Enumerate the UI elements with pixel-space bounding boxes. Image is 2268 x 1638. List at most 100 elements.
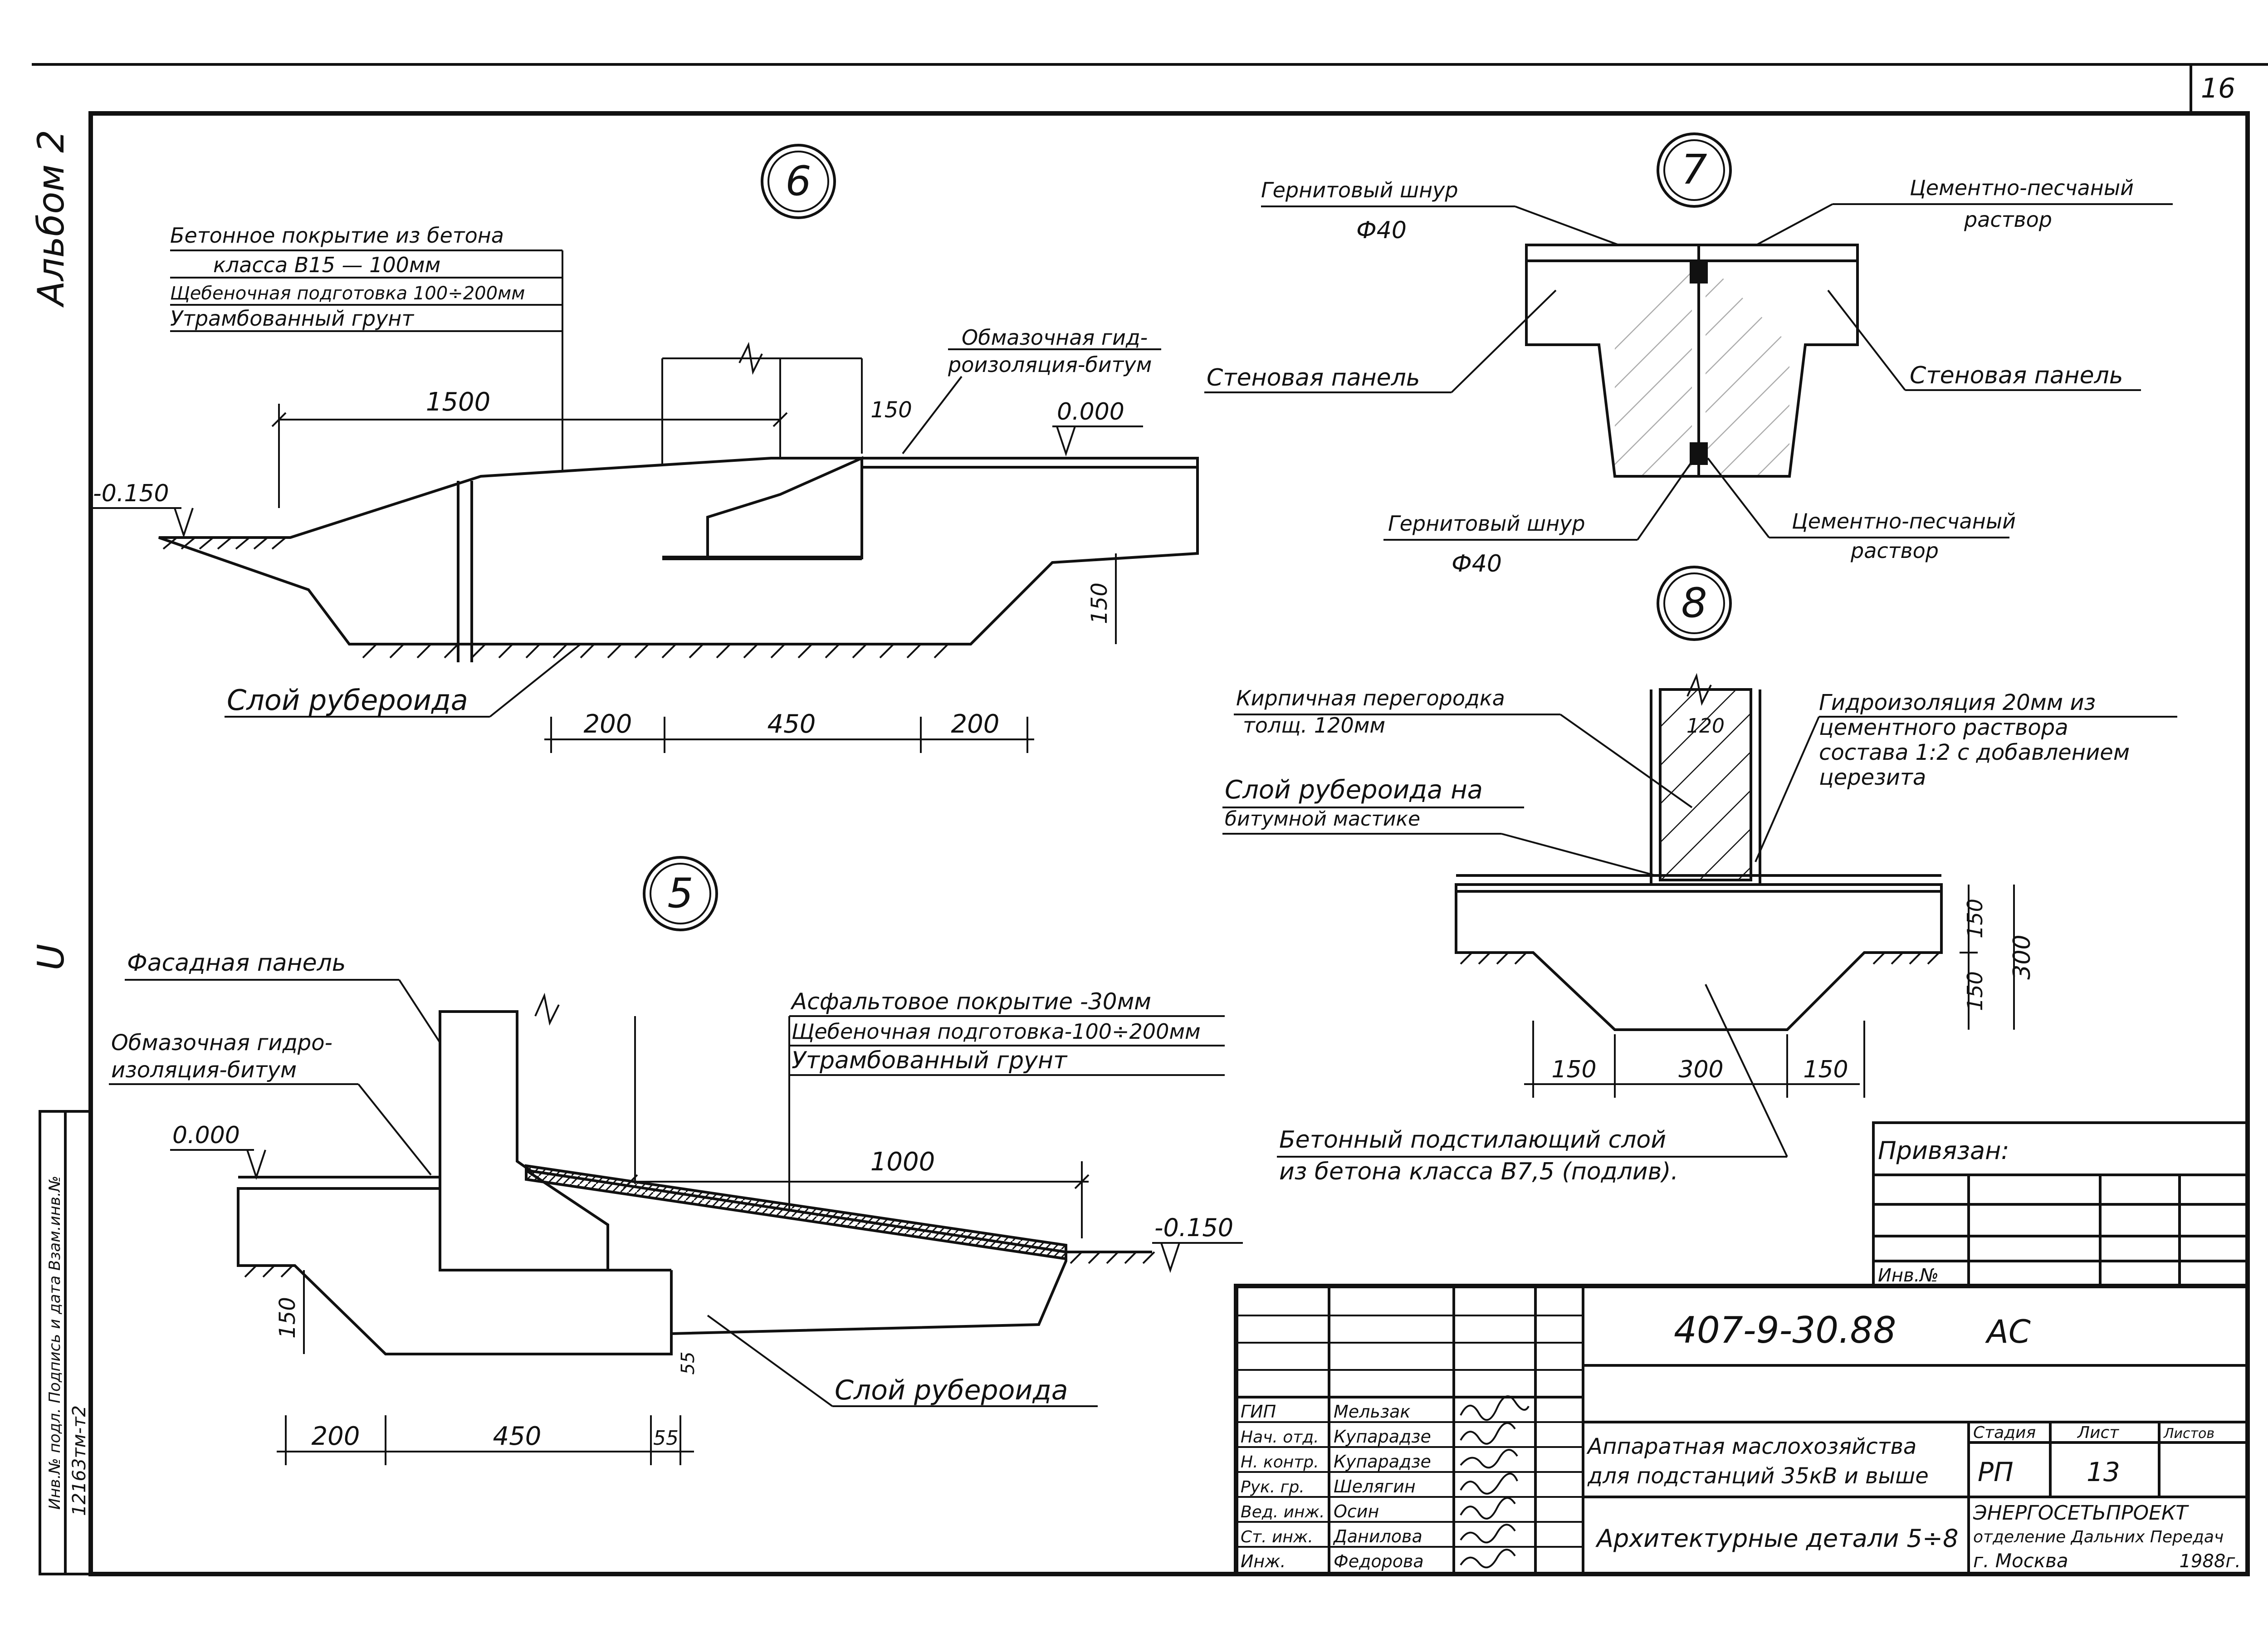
staff-role: Инж.: [1241, 1551, 1286, 1571]
org-line-2: отделение Дальних Передач: [1973, 1528, 2224, 1546]
dim-450: 450: [493, 1422, 542, 1451]
signature-icon: [1460, 1395, 1530, 1421]
detail-6: 6 Бетонное покрытие из бетона класса В15…: [93, 144, 1199, 753]
detail-5-facade-label: Фасадная панель: [127, 949, 346, 977]
dim-300-vertical: 300: [2009, 934, 2036, 979]
detail-8-hydro-1: Гидроизоляция 20мм из: [1819, 690, 2096, 715]
detail-7-mortar-bottom-1: Цементно-песчаный: [1792, 509, 2016, 533]
dim-150-top: 150: [870, 397, 912, 423]
staff-name: Мельзак: [1334, 1402, 1410, 1422]
staff-role: ГИП: [1241, 1402, 1276, 1422]
detail-8-brick-2: толщ. 120мм: [1243, 713, 1385, 738]
stage-header: Стадия: [1973, 1423, 2036, 1442]
detail-5-asphalt-1: Асфальтовое покрытие -30мм: [790, 988, 1151, 1015]
signature-icon: [1460, 1472, 1518, 1495]
object-line-1: Аппаратная маслохозяйства: [1586, 1434, 1916, 1459]
detail-7: 7 Гернитовый шнур Ф40 Цементно-песчаный …: [1204, 132, 2173, 577]
detail-8-hydro-3: состава 1:2 с добавлением: [1819, 740, 2130, 765]
detail-5-level-minus: -0.150: [1154, 1213, 1233, 1242]
title-mark: АС: [1985, 1313, 2031, 1350]
detail-5-roofing-label: Слой рубероида: [835, 1374, 1068, 1406]
detail-7-sealant-bottom-2: Ф40: [1452, 550, 1502, 577]
dim-450: 450: [767, 709, 816, 739]
detail-7-number: 7: [1681, 146, 1707, 194]
dim-200: 200: [312, 1422, 360, 1451]
sheets-header: Листов: [2163, 1426, 2214, 1442]
dim-150-right: 150: [1087, 582, 1112, 624]
detail-8-base-2: из бетона класса В7,5 (подлив).: [1279, 1158, 1678, 1185]
drawing-title: Архитектурные детали 5÷8: [1595, 1524, 1958, 1553]
sheet-value: 13: [2087, 1457, 2120, 1487]
detail-7-sealant-top-1: Гернитовый шнур: [1261, 178, 1458, 202]
detail-8-brick-1: Кирпичная перегородка: [1236, 686, 1505, 710]
staff-role: Рук. гр.: [1241, 1478, 1305, 1496]
staff-role: Н. контр.: [1241, 1453, 1319, 1472]
object-line-2: для подстанций 35кВ и выше: [1587, 1463, 1929, 1489]
dim-200-left: 200: [584, 709, 632, 739]
detail-5-asphalt-3: Утрамбованный грунт: [792, 1047, 1068, 1074]
staff-name: Купарадзе: [1334, 1452, 1431, 1472]
sheet-header: Лист: [2077, 1423, 2119, 1442]
detail-5-waterproof-1: Обмазочная гидро-: [111, 1030, 332, 1056]
detail-6-level-minus: -0.150: [93, 480, 169, 507]
detail-6-waterproof-2: роизоляция-битум: [948, 352, 1152, 377]
dim-55: 55: [653, 1427, 679, 1450]
binding-inv: Инв.№: [1878, 1265, 1939, 1286]
signature-icon: [1460, 1422, 1516, 1445]
binding-title: Привязан:: [1878, 1136, 2009, 1165]
side-stamp-top: Инв.№ подл. Подпись и дата Взам.инв.№: [46, 1176, 64, 1510]
detail-7-mortar-bottom-2: раствор: [1850, 538, 1939, 563]
detail-6-legend-1: Бетонное покрытие из бетона: [170, 223, 504, 248]
dim-300: 300: [1678, 1056, 1723, 1083]
title-block: 407-9-30.88 АС Аппаратная маслохозяйства…: [1234, 1284, 2250, 1576]
detail-8-roofing-1: Слой рубероида на: [1225, 775, 1483, 805]
side-stamp-bottom: 12163тм-т2: [69, 1405, 90, 1516]
detail-8: 8 Кирпичная перегородка толщ. 120мм Гидр…: [1222, 566, 2177, 1185]
detail-8-hydro-2: цементного раствора: [1819, 715, 2068, 740]
detail-6-roofing-label: Слой рубероида: [227, 684, 468, 717]
drawing-frame: [88, 111, 2250, 1576]
signature-icon: [1460, 1449, 1518, 1469]
detail-7-mortar-top-2: раствор: [1964, 207, 2052, 232]
detail-6-waterproof-1: Обмазочная гид-: [962, 325, 1148, 350]
title-code: 407-9-30.88: [1674, 1309, 1896, 1351]
side-letter: U: [30, 944, 72, 971]
sheet-corner-number: 16: [2201, 73, 2235, 104]
stage-value: РП: [1978, 1457, 2014, 1487]
dim-200-right: 200: [951, 709, 1000, 739]
detail-5-level-zero: 0.000: [172, 1122, 240, 1149]
detail-5-waterproof-2: изоляция-битум: [111, 1057, 297, 1083]
staff-name: Федорова: [1334, 1551, 1424, 1571]
detail-8-number: 8: [1681, 579, 1707, 627]
detail-7-wall-panel-right: Стеновая панель: [1910, 362, 2123, 389]
staff-role: Вед. инж.: [1241, 1503, 1325, 1521]
staff-name: Осин: [1334, 1501, 1379, 1521]
detail-8-hydro-4: церезита: [1819, 765, 1926, 790]
detail-6-legend-2: класса В15 — 100мм: [213, 253, 440, 277]
dim-1000: 1000: [870, 1147, 935, 1177]
detail-7-sealant-bottom-1: Гернитовый шнур: [1388, 511, 1585, 536]
dim-150: 150: [275, 1297, 300, 1339]
staff-name: Купарадзе: [1334, 1427, 1431, 1447]
dim-150-left: 150: [1551, 1056, 1596, 1083]
signature-icon: [1460, 1524, 1516, 1544]
detail-8-roofing-2: битумной мастике: [1225, 807, 1420, 831]
album-label: Альбом 2: [30, 130, 72, 308]
signature-icon: [1460, 1549, 1516, 1569]
staff-role: Ст. инж.: [1241, 1528, 1313, 1546]
detail-6-level-zero: 0.000: [1057, 398, 1124, 425]
staff-name: Шелягин: [1334, 1477, 1416, 1496]
detail-5: 5 Фасадная панель Обмазочная гидро- изол…: [109, 856, 1243, 1465]
org-year: 1988г.: [2179, 1551, 2241, 1572]
org-line-1: ЭНЕРГОСЕТЬПРОЕКТ: [1973, 1501, 2189, 1525]
detail-7-mortar-top-1: Цементно-песчаный: [1910, 176, 2134, 200]
staff-name: Данилова: [1333, 1526, 1422, 1546]
dim-150-upper: 150: [1963, 899, 1987, 939]
dim-120: 120: [1686, 714, 1725, 738]
detail-6-legend-4: Утрамбованный грунт: [170, 306, 414, 331]
detail-6-legend-3: Щебеночная подготовка 100÷200мм: [170, 283, 525, 304]
detail-7-wall-panel-left: Стеновая панель: [1207, 364, 1420, 391]
dim-150-lower: 150: [1963, 971, 1987, 1011]
dim-150-right: 150: [1803, 1056, 1848, 1083]
